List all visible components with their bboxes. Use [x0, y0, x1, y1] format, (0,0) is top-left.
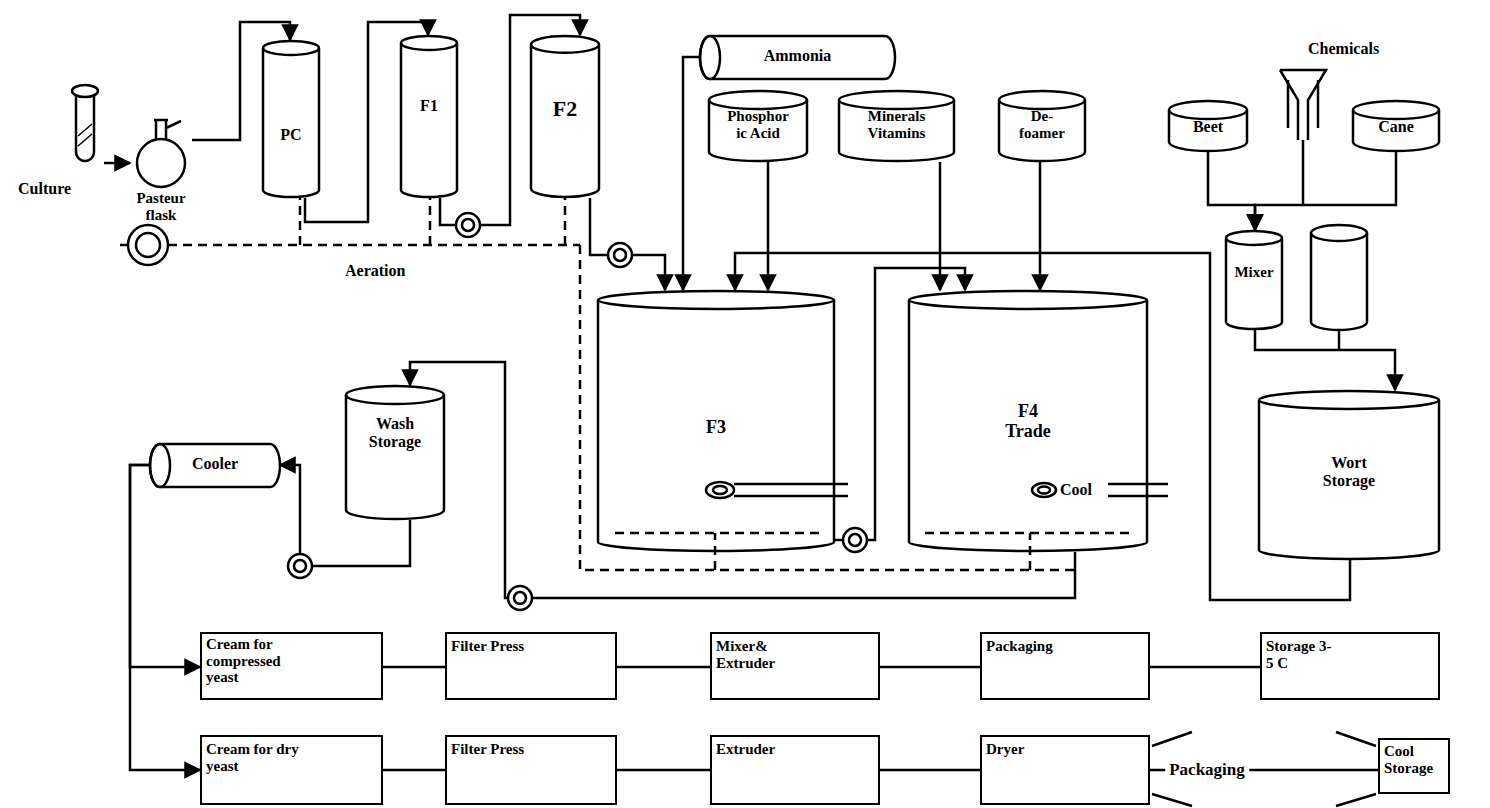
node-label: Wash Storage [360, 415, 430, 450]
ammonia-tank: Ammonia [700, 35, 895, 80]
flow-line [383, 666, 445, 669]
feed-tank: Minerals Vitamins [838, 90, 955, 162]
node-label: Storage 3-5 C [1266, 638, 1336, 671]
flow-line [880, 769, 980, 772]
flow-line [130, 465, 200, 667]
flow-line [683, 57, 700, 290]
flow-line [1039, 162, 1042, 290]
coil-label: Cool [1060, 481, 1092, 499]
flow-line [617, 666, 710, 669]
flow-line [305, 22, 428, 222]
funnel-stem [1288, 80, 1318, 128]
wash-tank: Wash Storage [345, 385, 445, 520]
mixer-tank: Mixer [1225, 230, 1283, 330]
process-box: Storage 3-5 C [1260, 632, 1440, 700]
process-box: Cream for dry yeast [200, 735, 383, 805]
group-label: Chemicals [1308, 40, 1379, 58]
fermenter-tank: F2 [530, 35, 600, 198]
wort-tank: Wort Storage [1258, 390, 1440, 560]
process-box: Filter Press [445, 632, 617, 700]
node-label: PC [280, 126, 301, 144]
node-outline [400, 35, 458, 198]
flow-line [104, 162, 130, 165]
process-box: Dryer [980, 735, 1150, 805]
node-label: Ammonia [764, 47, 832, 65]
node-label: Cane [1378, 118, 1414, 136]
feed-tank: Phosphor ic Acid [708, 90, 808, 162]
node-label: F1 [420, 97, 438, 115]
node-label: Cooler [192, 455, 238, 473]
aeration-blower [120, 225, 168, 265]
node-label: F4 Trade [998, 402, 1058, 442]
node-label: Extruder [716, 741, 775, 758]
fermenter-tank: F3 [597, 290, 835, 552]
node-label: Filter Press [451, 741, 524, 758]
flow-line [880, 666, 980, 669]
edge-label: Packaging [1165, 760, 1249, 780]
pump-symbol [288, 213, 867, 610]
node-label: Mixer [1234, 264, 1273, 281]
cooler-tank: Cooler [150, 443, 280, 488]
process-box: Cream for compressed yeast [200, 632, 383, 700]
flow-line [1208, 152, 1255, 230]
flow-line [130, 465, 200, 770]
molasses-tank: Beet [1168, 100, 1248, 152]
node-label: De- foamer [1014, 108, 1070, 141]
node-outline [262, 40, 320, 198]
node-label: Filter Press [451, 638, 524, 655]
packaging-bracket [1152, 732, 1376, 806]
culture-tube: Culture [12, 84, 104, 202]
node-label: F2 [553, 97, 577, 121]
node-label: Beet [1193, 118, 1223, 136]
pasteur-flask: Pasteur flask [130, 118, 192, 227]
node-label: Cream for dry yeast [206, 741, 316, 774]
flow-line [835, 268, 965, 540]
fermenter-tank: PC [262, 40, 320, 198]
flow-line [1150, 666, 1260, 669]
cooling-coil [706, 482, 848, 498]
flow-line [939, 162, 942, 290]
flow-line [383, 769, 445, 772]
node-label: Cream for compressed yeast [206, 636, 306, 686]
feed-tank: De- foamer [998, 90, 1086, 162]
flow-line [410, 362, 1075, 598]
flow-line [440, 15, 580, 225]
node-label: Pasteur flask [136, 190, 186, 223]
node-label: Packaging [986, 638, 1053, 655]
process-box: Mixer& Extruder [710, 632, 880, 700]
flow-line [192, 22, 290, 140]
node-label: Wort Storage [1309, 454, 1389, 489]
node-label: Culture [18, 180, 71, 198]
flow-line [617, 769, 710, 772]
flow-line [1255, 152, 1396, 230]
node-outline [345, 385, 445, 520]
process-box: Extruder [710, 735, 880, 805]
node-label: Phosphor ic Acid [722, 108, 794, 141]
flow-line [590, 198, 665, 290]
process-box: Cool Storage [1378, 738, 1450, 794]
line-label: Aeration [345, 262, 405, 280]
fermenter-tank: F1 [400, 35, 458, 198]
node-label: Cool Storage [1384, 743, 1444, 776]
molasses-tank: Cane [1352, 100, 1440, 152]
node-label: Mixer& Extruder [716, 638, 786, 671]
trade-fermenter: F4 Trade [908, 290, 1148, 552]
aeration-line [168, 198, 1130, 570]
node-label: Dryer [986, 741, 1024, 758]
node-label: F3 [706, 418, 726, 438]
mixing-tank [1311, 225, 1367, 350]
flow-line [767, 162, 770, 290]
flow-line [1255, 330, 1395, 390]
node-label: Minerals Vitamins [852, 108, 942, 141]
process-box: Filter Press [445, 735, 617, 805]
process-box: Packaging [980, 632, 1150, 700]
chemicals-funnel [1280, 70, 1326, 205]
